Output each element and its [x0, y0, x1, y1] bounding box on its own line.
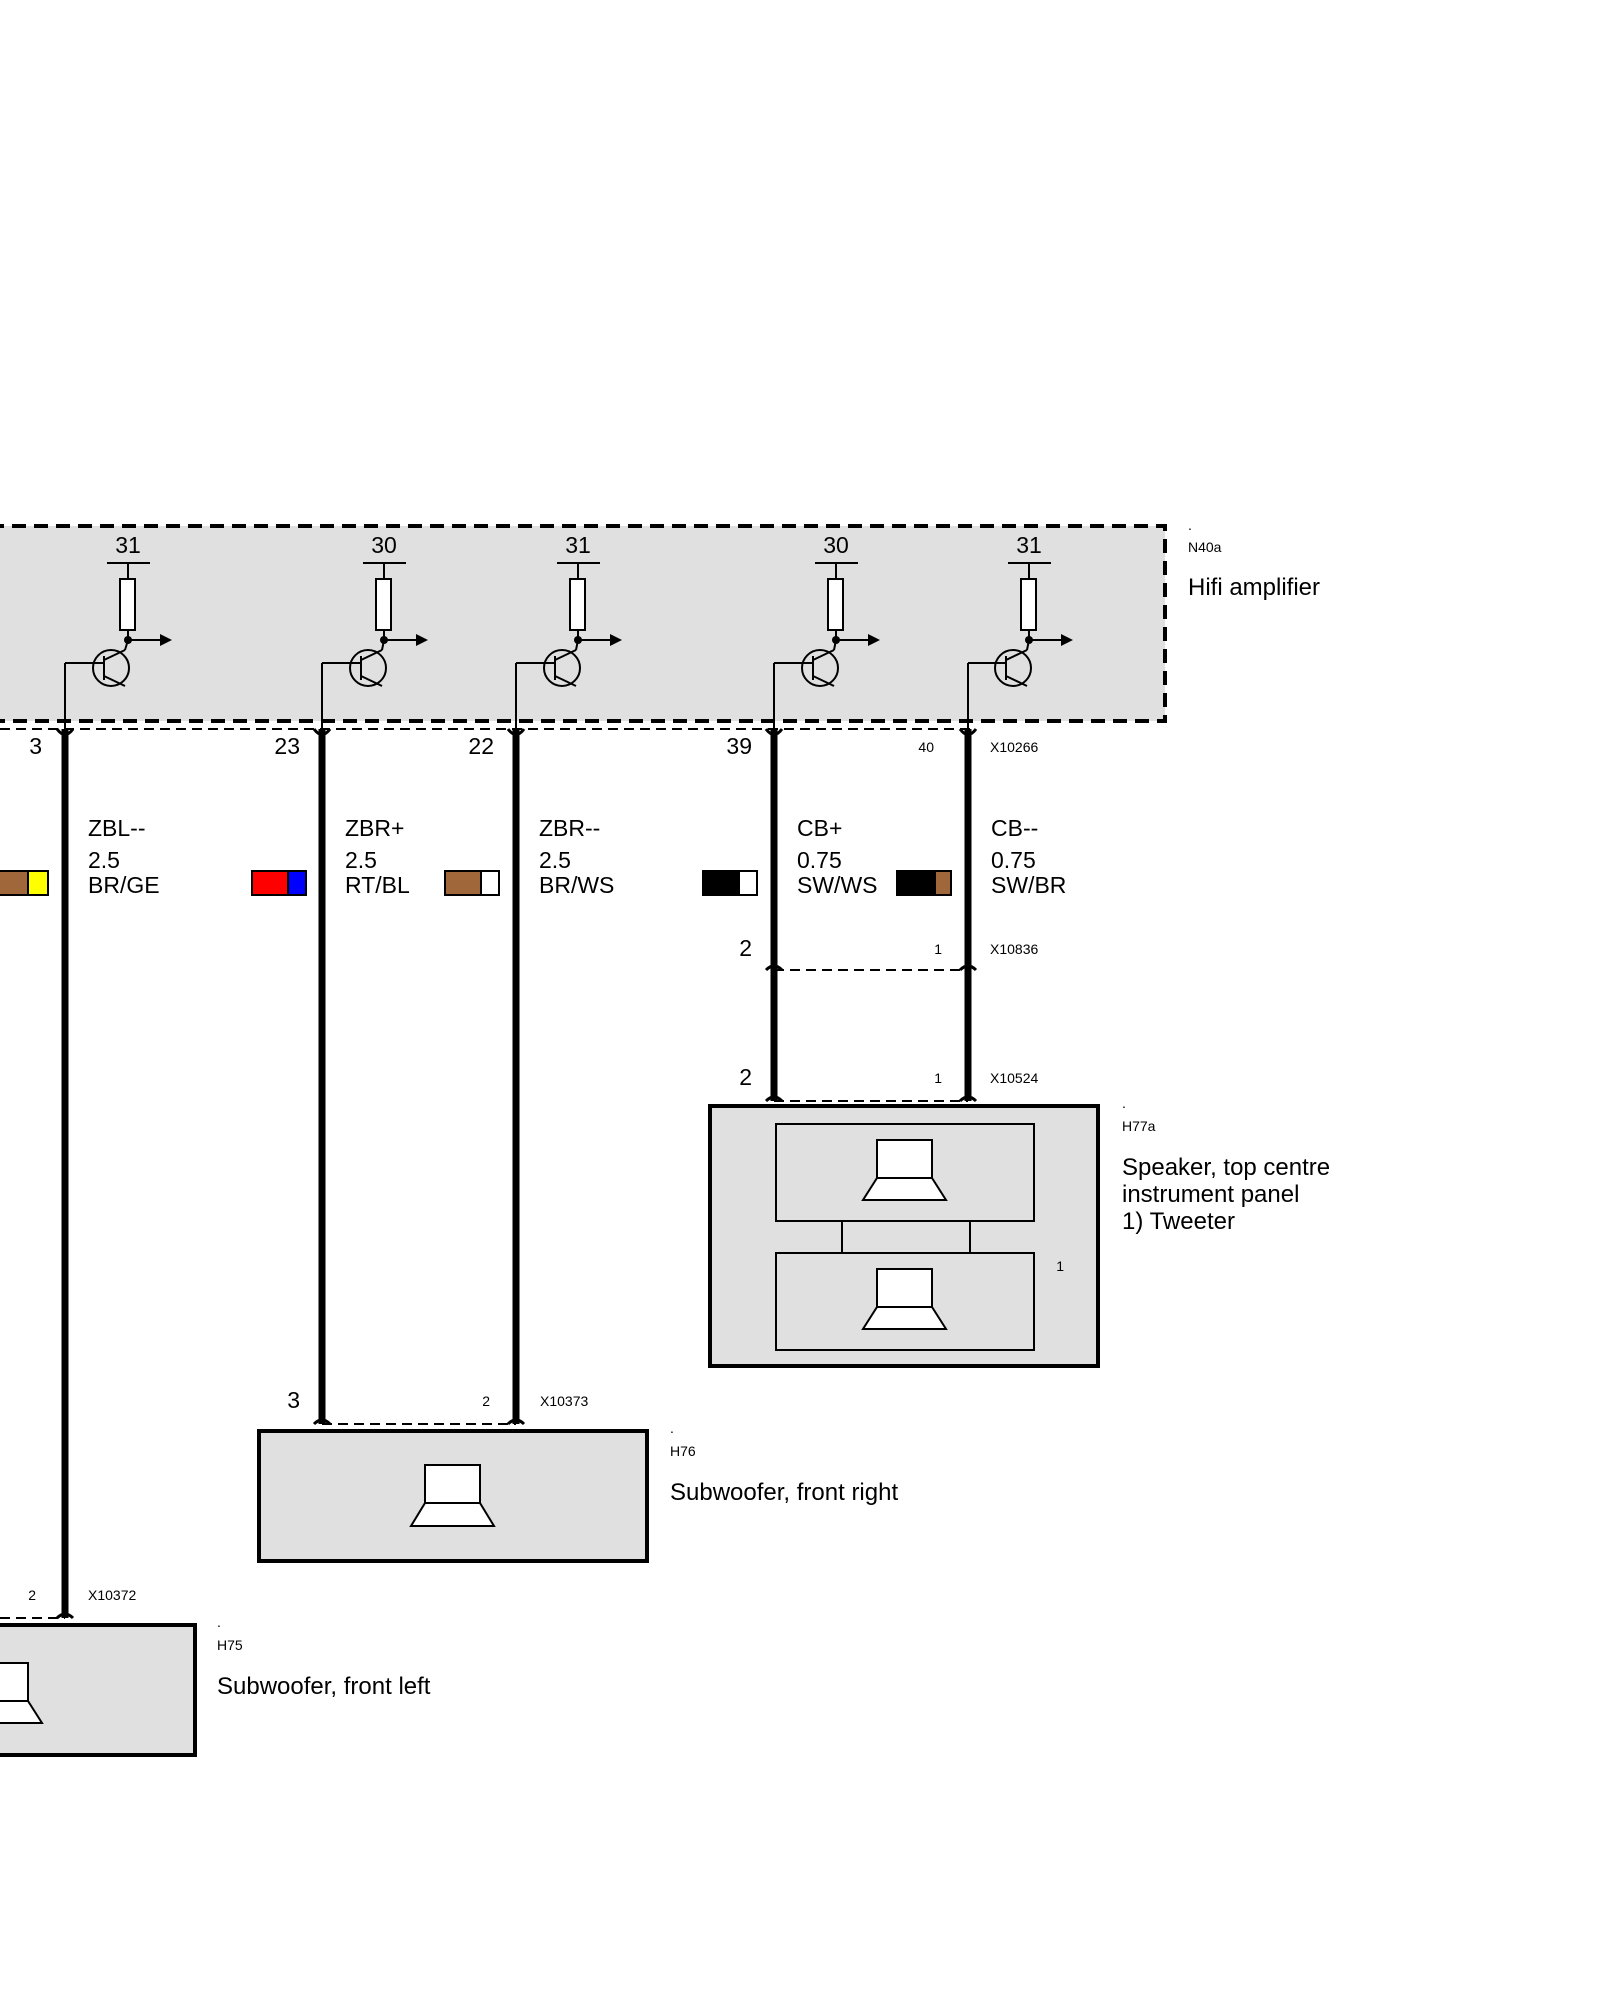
wire-color-label: SW/BR [991, 872, 1066, 898]
wire-color-label: RT/BL [345, 872, 410, 898]
wire-signal-label: CB+ [797, 815, 842, 841]
h77a-name-line3: 1) Tweeter [1122, 1208, 1235, 1235]
supply-label: 31 [115, 532, 141, 558]
pin-label: 39 [726, 733, 752, 759]
h77a-name-line2: instrument panel [1122, 1181, 1299, 1208]
connector-pin-label: 2 [482, 1393, 490, 1409]
amplifier-dot: . [1188, 517, 1192, 533]
amplifier-code: N40a [1188, 539, 1222, 555]
wire-color-label: SW/WS [797, 872, 878, 898]
h75-dot: . [217, 1614, 221, 1630]
pin-label: 23 [274, 733, 300, 759]
wire-color-swatch [896, 870, 952, 896]
h75-speaker-box [0, 1623, 197, 1757]
connector-pin-label: 3 [287, 1387, 300, 1413]
h76-name: Subwoofer, front right [670, 1479, 898, 1506]
wire-color-swatch [444, 870, 500, 896]
connector-pin-label: 2 [739, 1064, 752, 1090]
wire-signal-label: ZBL-- [88, 815, 146, 841]
wire-color-swatch [251, 870, 307, 896]
connector-label-x10373: X10373 [540, 1393, 588, 1409]
wire-signal-label: CB-- [991, 815, 1038, 841]
amplifier-output-stage [64, 562, 172, 729]
wire-size-label: 2.5 [88, 847, 120, 873]
amplifier-output-stage [773, 562, 880, 729]
wire-size-label: 0.75 [797, 847, 842, 873]
amplifier-name: Hifi amplifier [1188, 574, 1320, 601]
connector-pin-label: 1 [934, 941, 942, 957]
amplifier-output-stage [321, 562, 428, 729]
speaker-icon [409, 1464, 496, 1527]
amplifier-output-stage [967, 562, 1073, 729]
connector-pin-label: 2 [739, 935, 752, 961]
wire-signal-label: ZBR-- [539, 815, 600, 841]
supply-label: 30 [823, 532, 849, 558]
supply-label: 31 [565, 532, 591, 558]
speaker-icon [861, 1139, 948, 1201]
connector-label-x10372: X10372 [88, 1587, 136, 1603]
connector-marks [55, 728, 978, 1620]
speaker-icon [0, 1662, 44, 1724]
wire-color-label: BR/GE [88, 872, 160, 898]
h77a-name-line1: Speaker, top centre [1122, 1154, 1330, 1181]
pin-label: 3 [29, 733, 42, 759]
connector-label-x10266: X10266 [990, 739, 1038, 755]
wire-size-label: 2.5 [539, 847, 571, 873]
h75-name: Subwoofer, front left [217, 1673, 431, 1700]
wire-size-label: 0.75 [991, 847, 1036, 873]
connector-label-x10524: X10524 [990, 1070, 1038, 1086]
wire-color-swatch [702, 870, 758, 896]
speaker-icon [861, 1268, 948, 1330]
pin-label: 40 [918, 739, 934, 755]
h76-dot: . [670, 1420, 674, 1436]
connector-label-x10836: X10836 [990, 941, 1038, 957]
h77a-code: H77a [1122, 1118, 1156, 1134]
h75-code: H75 [217, 1637, 243, 1653]
wire-color-swatch [0, 870, 49, 896]
wire-signal-label: ZBR+ [345, 815, 404, 841]
h77a-dot: . [1122, 1095, 1126, 1111]
connector-pin-label: 2 [28, 1587, 36, 1603]
wire-color-label: BR/WS [539, 872, 614, 898]
supply-label: 30 [371, 532, 397, 558]
amplifier-output-stage [515, 562, 622, 729]
pin-label: 22 [468, 733, 494, 759]
h77a-note: 1 [1056, 1258, 1064, 1274]
wire-size-label: 2.5 [345, 847, 377, 873]
connector-pin-label: 1 [934, 1070, 942, 1086]
supply-label: 31 [1016, 532, 1042, 558]
h76-code: H76 [670, 1443, 696, 1459]
